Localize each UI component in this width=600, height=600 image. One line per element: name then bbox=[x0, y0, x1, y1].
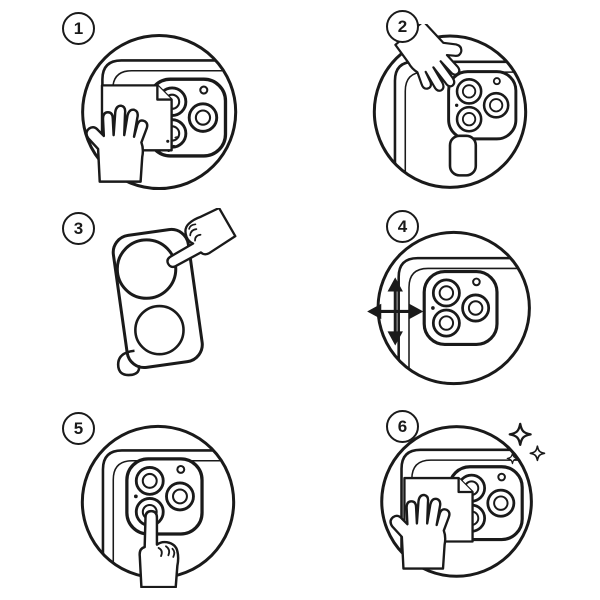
step-4-illustration bbox=[367, 230, 531, 386]
dust-specks bbox=[166, 136, 180, 152]
step-number: 3 bbox=[73, 218, 84, 238]
step-number: 6 bbox=[397, 416, 408, 436]
step-3-illustration bbox=[111, 208, 238, 377]
step-number: 4 bbox=[397, 216, 408, 236]
sparkles-icon bbox=[506, 422, 546, 465]
step-5-number-badge: 5 bbox=[62, 412, 95, 445]
step-1-illustration bbox=[81, 33, 238, 191]
phone-corner-view bbox=[397, 256, 530, 384]
step-1-number-badge: 1 bbox=[62, 12, 95, 45]
camera-module bbox=[447, 70, 518, 141]
step-number: 1 bbox=[73, 18, 84, 38]
step-1: 1 bbox=[0, 0, 300, 200]
step-number: 2 bbox=[397, 16, 408, 36]
step-2: 2 bbox=[300, 0, 600, 200]
lens-protector-disc bbox=[115, 238, 178, 300]
step-4-number-badge: 4 bbox=[386, 210, 419, 243]
camera-module bbox=[125, 457, 204, 536]
phone-corner-view bbox=[101, 449, 234, 578]
adjust-arrows-icon bbox=[367, 277, 424, 346]
step-5: 5 bbox=[0, 400, 300, 600]
step-3: 3 bbox=[0, 200, 300, 400]
pull-tab-curl bbox=[116, 349, 141, 377]
lower-lens-area bbox=[134, 304, 185, 356]
step-6-illustration bbox=[380, 422, 546, 578]
protective-film bbox=[448, 134, 478, 177]
step-number: 5 bbox=[73, 418, 84, 438]
step-2-illustration bbox=[372, 24, 528, 189]
camera-module bbox=[422, 270, 499, 346]
step-6: 6 bbox=[300, 400, 600, 600]
step-6-number-badge: 6 bbox=[386, 410, 419, 443]
step-3-number-badge: 3 bbox=[62, 212, 95, 245]
step-2-number-badge: 2 bbox=[386, 10, 419, 43]
step-4: 4 bbox=[300, 200, 600, 400]
step-5-illustration bbox=[80, 424, 236, 588]
